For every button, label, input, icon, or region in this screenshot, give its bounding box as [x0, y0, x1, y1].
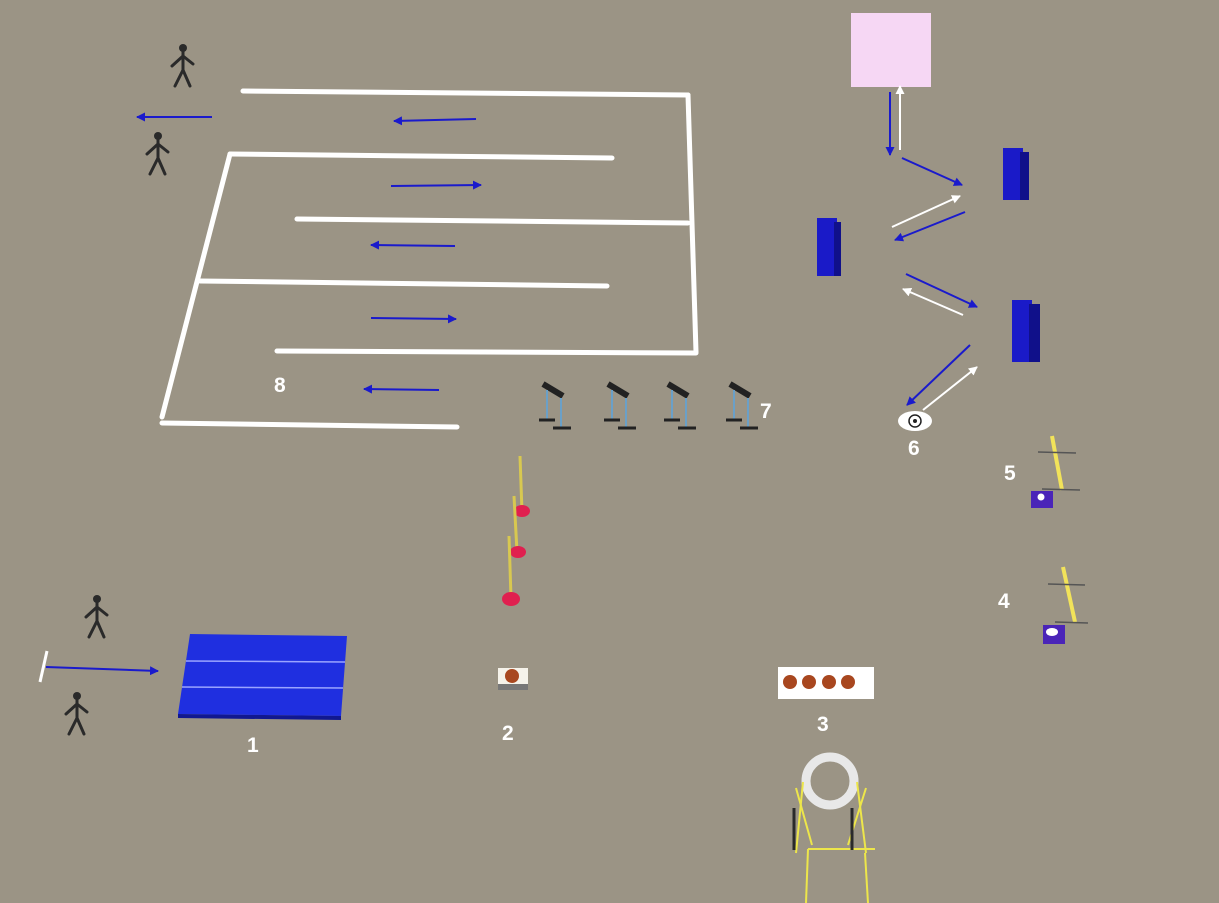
barrier-rail: [162, 423, 457, 427]
athlete-figure: [86, 595, 107, 637]
ball-box: [498, 668, 528, 690]
ring-target: [794, 757, 875, 903]
ball-icon: [802, 675, 816, 689]
hurdle-icon: [604, 384, 636, 428]
arrow-icon: [371, 318, 456, 319]
cone-icon: [1003, 148, 1029, 200]
arrow-icon: [903, 289, 963, 315]
ball-icon: [822, 675, 836, 689]
station-label-4: 4: [998, 590, 1010, 613]
marker-icon: [510, 546, 526, 558]
agility-return-arrows: [892, 86, 977, 410]
hurdle-icon: [726, 384, 758, 428]
station-label-3: 3: [817, 713, 829, 736]
ball-icon: [783, 675, 797, 689]
arrow-icon: [907, 345, 970, 405]
barrier-rail: [200, 281, 607, 286]
barrier-maze: [162, 91, 696, 427]
marker-icon: [502, 592, 520, 606]
slalom-poles: [502, 456, 530, 606]
ball-rack: [778, 667, 874, 699]
arrow-icon: [923, 367, 977, 410]
ring-icon: [806, 757, 854, 805]
arrow-icon: [394, 119, 476, 121]
agility-run-arrows: [890, 92, 977, 405]
cone-icon: [817, 218, 841, 276]
station-label-5: 5: [1004, 462, 1016, 485]
arrow-icon: [895, 212, 965, 240]
landing-mat: [178, 634, 347, 720]
arrow-icon: [892, 196, 960, 227]
station-label-8: 8: [274, 374, 286, 397]
cone-icon: [1012, 300, 1040, 362]
ball-icon: [841, 675, 855, 689]
takeoff-line: [40, 651, 47, 682]
ball-icon: [898, 411, 932, 431]
athlete-figure: [172, 44, 193, 86]
barrier-rail: [230, 154, 612, 158]
hurdle-icon: [539, 384, 571, 428]
athlete-figure: [147, 132, 168, 174]
barrier-rail: [297, 219, 688, 223]
target-panel: [851, 13, 931, 87]
station-label-7: 7: [760, 400, 772, 423]
arrow-icon: [906, 274, 977, 307]
barrier-rail: [243, 91, 688, 95]
station-label-6: 6: [908, 437, 920, 460]
hurdle-icon: [664, 384, 696, 428]
arrow-icon: [391, 185, 481, 186]
station-label-1: 1: [247, 734, 259, 757]
arrow-icon: [371, 245, 455, 246]
cones: [817, 148, 1040, 362]
jump-pole-5: [1031, 436, 1080, 508]
jump-pole-4: [1043, 567, 1088, 644]
barrier-rail: [162, 154, 230, 417]
arrow-icon: [364, 389, 439, 390]
arrow-icon: [902, 158, 962, 185]
ball-icon: [505, 669, 519, 683]
station-label-2: 2: [502, 722, 514, 745]
barrier-rail: [277, 351, 696, 353]
athlete-figure: [66, 692, 87, 734]
hurdles: [539, 384, 758, 428]
arrow-icon: [46, 667, 158, 671]
